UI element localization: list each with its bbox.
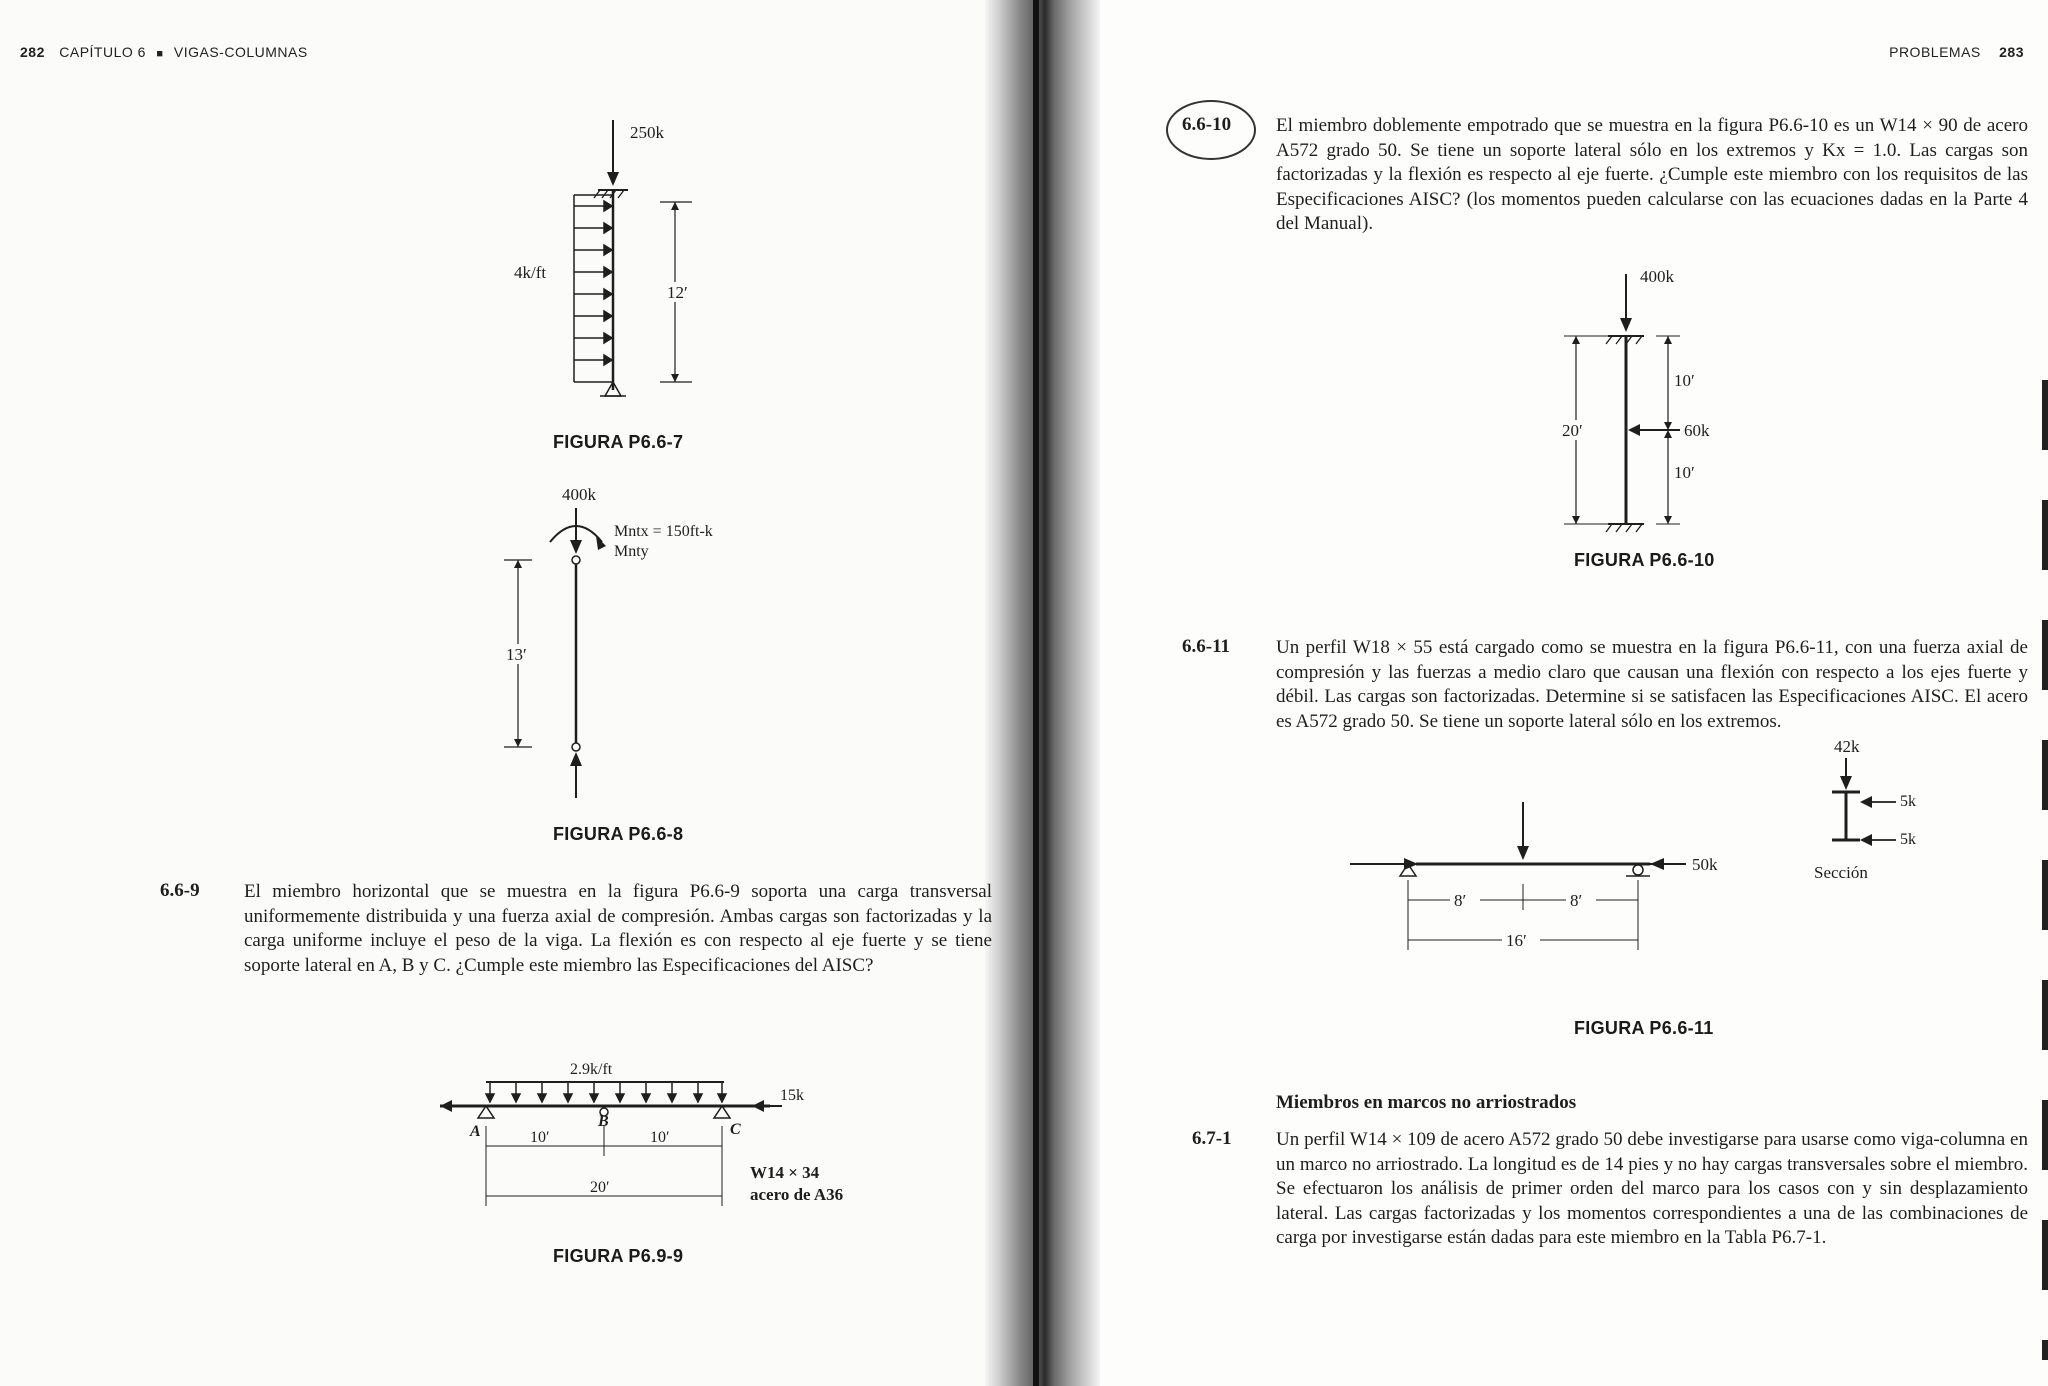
p667-length-label: 12′ bbox=[667, 283, 688, 302]
p6611-total: 16′ bbox=[1506, 931, 1527, 950]
p668-moment-x: Mntx = 150ft-k bbox=[614, 523, 713, 540]
p669-material: acero de A36 bbox=[750, 1185, 843, 1204]
left-running-header: 282 CAPÍTULO 6 ■ VIGAS-COLUMNAS bbox=[20, 44, 308, 60]
figure-p6611-section-diagram: 42k 5k 5k Sección bbox=[1814, 737, 1916, 882]
right-running-header: PROBLEMAS 283 bbox=[1889, 44, 2024, 60]
p6610-lateral-label: 60k bbox=[1684, 421, 1710, 440]
p669-support-a: A bbox=[469, 1123, 481, 1140]
figure-p667-caption: FIGURA P6.6-7 bbox=[553, 432, 684, 452]
p669-span2: 10′ bbox=[650, 1129, 670, 1146]
figure-p669-caption: FIGURA P6.9-9 bbox=[553, 1246, 684, 1266]
problem-number-6611: 6.6-11 bbox=[1182, 636, 1231, 657]
right-page-number: 283 bbox=[1999, 44, 2024, 60]
problem-number-671: 6.7-1 bbox=[1192, 1128, 1232, 1149]
p6611-section-f1: 5k bbox=[1900, 793, 1916, 810]
figure-p668-diagram: 400k Mntx = 150ft-k Mnty 13′ bbox=[504, 485, 713, 798]
p6611-span2: 8′ bbox=[1570, 891, 1582, 910]
problem-text-669: El miembro horizontal que se muestra en … bbox=[244, 881, 992, 976]
problem-circle-mark bbox=[1166, 100, 1256, 160]
right-page bbox=[1000, 0, 2048, 1386]
chapter-label: CAPÍTULO 6 bbox=[59, 44, 146, 60]
figure-p6610-caption: FIGURA P6.6-10 bbox=[1574, 550, 1715, 570]
figure-p668-caption: FIGURA P6.6-8 bbox=[553, 824, 684, 844]
p668-load-label: 400k bbox=[562, 485, 597, 504]
figure-p667-diagram: 250k 4k/ft 12′ bbox=[514, 120, 692, 397]
problem-text-6610: El miembro doblemente empotrado que se m… bbox=[1276, 115, 2028, 234]
problem-number-669: 6.6-9 bbox=[160, 880, 200, 901]
header-separator: ■ bbox=[156, 48, 164, 60]
book-gutter bbox=[985, 0, 1100, 1386]
left-page-number: 282 bbox=[20, 44, 45, 60]
p6611-axial-label: 50k bbox=[1692, 855, 1718, 874]
p668-length-label: 13′ bbox=[506, 645, 527, 664]
problem-number-6610: 6.6-10 bbox=[1182, 114, 1232, 135]
p667-load-label: 250k bbox=[630, 123, 665, 142]
right-header-title: PROBLEMAS bbox=[1889, 44, 1981, 60]
p6610-axial-label: 400k bbox=[1640, 267, 1675, 286]
p667-distload-label: 4k/ft bbox=[514, 263, 546, 282]
p669-span1: 10′ bbox=[530, 1129, 550, 1146]
gutter-shadow-line bbox=[1033, 0, 1039, 1386]
figure-p669-diagram: 2.9k/ft 15k A B C 10′ 10′ 20′ W14 × 34 a… bbox=[440, 1061, 843, 1206]
p6610-total-label: 20′ bbox=[1562, 421, 1583, 440]
figure-p6610-diagram: 400k 60k 20′ 10′ 10′ bbox=[1562, 267, 1710, 533]
p669-total: 20′ bbox=[590, 1179, 610, 1196]
section-unbraced-title: Miembros en marcos no arriostrados bbox=[1276, 1092, 1577, 1113]
p6611-span1: 8′ bbox=[1454, 891, 1466, 910]
problem-text-6611: Un perfil W18 × 55 está cargado como se … bbox=[1276, 637, 2028, 732]
left-page bbox=[0, 0, 1000, 1386]
p6611-section-load: 42k bbox=[1834, 737, 1860, 756]
chapter-title: VIGAS-COLUMNAS bbox=[173, 44, 308, 60]
p669-section: W14 × 34 bbox=[750, 1163, 820, 1182]
p6610-seg1-label: 10′ bbox=[1674, 371, 1695, 390]
page-edge-marks bbox=[2042, 380, 2048, 1360]
p669-axial-label: 15k bbox=[780, 1087, 804, 1104]
figure-p6611-caption: FIGURA P6.6-11 bbox=[1574, 1018, 1714, 1038]
p669-support-c: C bbox=[730, 1121, 741, 1138]
p669-distload-label: 2.9k/ft bbox=[570, 1061, 613, 1078]
p6611-section-f2: 5k bbox=[1900, 831, 1916, 848]
figure-p6611-beam-diagram: 50k 8′ 8′ 16′ bbox=[1350, 802, 1718, 950]
problem-text-671: Un perfil W14 × 109 de acero A572 grado … bbox=[1276, 1129, 2028, 1248]
p6611-section-label: Sección bbox=[1814, 863, 1868, 882]
p6610-seg2-label: 10′ bbox=[1674, 463, 1695, 482]
p668-moment-y: Mnty bbox=[614, 543, 649, 560]
p669-support-b: B bbox=[597, 1113, 609, 1130]
